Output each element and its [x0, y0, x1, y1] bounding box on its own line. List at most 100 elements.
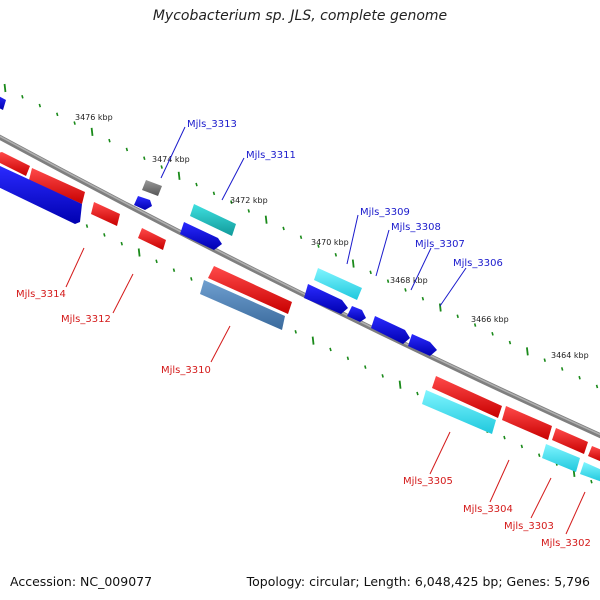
- gene-arrow: [371, 316, 410, 344]
- gene-label: Mjls_3310: [161, 365, 211, 376]
- scale-tick: [311, 336, 315, 345]
- gene-arrow: [580, 462, 600, 482]
- scale-tick: [294, 330, 297, 334]
- gene-label: Mjls_3311: [246, 150, 296, 161]
- gene-arrow: [314, 268, 362, 300]
- scale-tick: [172, 268, 176, 272]
- scale-tick: [125, 147, 129, 152]
- scale-tick: [195, 182, 198, 187]
- kbp-label: 3466 kbp: [471, 315, 509, 324]
- gene-arrow: [208, 266, 292, 314]
- gene-arrow: [422, 390, 496, 434]
- kbp-label: 3476 kbp: [75, 113, 113, 122]
- scale-tick: [38, 103, 42, 108]
- gene-arrow: [0, 152, 30, 176]
- scale-tick: [346, 356, 350, 361]
- scale-tick: [386, 279, 390, 283]
- gene-label: Mjls_3303: [504, 521, 554, 532]
- kbp-label: 3464 kbp: [551, 351, 589, 360]
- gene-arrow: [552, 428, 588, 454]
- scale-tick: [212, 191, 216, 196]
- scale-tick: [438, 303, 442, 312]
- scale-tick: [503, 435, 506, 440]
- kbp-labels: 3476 kbp 3474 kbp 3472 kbp 3470 kbp 3468…: [75, 113, 589, 360]
- genome-backbone-highlight: [0, 135, 600, 436]
- scale-tick: [120, 241, 123, 246]
- scale-tick: [508, 340, 512, 345]
- kbp-label: 3472 kbp: [230, 196, 268, 205]
- scale-tick: [137, 248, 141, 257]
- gene-arrow: [200, 280, 285, 330]
- gene-arrow: [588, 446, 600, 462]
- gene-arrow: [542, 444, 580, 472]
- scale-tick: [329, 347, 332, 352]
- scale-tick: [155, 259, 158, 264]
- scale-tick: [398, 380, 402, 389]
- gene-arrow: [142, 180, 162, 196]
- gene-arrow: [91, 202, 120, 226]
- gene-label: Mjls_3312: [61, 314, 111, 325]
- gene-arrow: [134, 196, 152, 210]
- gene-arrow: [0, 96, 6, 110]
- gene-arrow: [0, 166, 82, 224]
- gene-arrow: [138, 228, 166, 250]
- scale-tick: [404, 288, 407, 292]
- gene-arrow: [180, 222, 222, 250]
- scale-tick: [421, 296, 425, 301]
- scale-ticks: [0, 83, 599, 484]
- scale-tick: [190, 277, 193, 281]
- genes: [0, 96, 600, 482]
- gene-arrow: [304, 284, 348, 314]
- scale-tick: [543, 358, 546, 362]
- scale-tick: [3, 83, 7, 93]
- scale-tick: [456, 314, 459, 319]
- scale-tick: [560, 367, 564, 371]
- gene-label: Mjls_3307: [415, 239, 465, 250]
- scale-tick: [538, 453, 541, 458]
- scale-tick: [264, 215, 268, 224]
- gene-arrow: [432, 376, 502, 418]
- kbp-label: 3474 kbp: [152, 155, 190, 164]
- kbp-label: 3468 kbp: [390, 276, 428, 285]
- scale-tick: [491, 332, 494, 336]
- scale-tick: [85, 224, 89, 228]
- accession-text: Accession: NC_009077: [10, 574, 153, 589]
- scale-tick: [473, 323, 477, 327]
- scale-tick: [108, 138, 111, 143]
- map-title: Mycobacterium sp. JLS, complete genome: [152, 8, 448, 24]
- scale-tick: [103, 233, 106, 237]
- scale-tick: [73, 121, 76, 125]
- gene-arrow: [190, 204, 236, 236]
- reverse-gene-labels: Mjls_3314 Mjls_3312 Mjls_3310 Mjls_3305 …: [16, 247, 591, 549]
- scale-tick: [364, 365, 367, 369]
- scale-tick: [351, 259, 355, 268]
- genome-backbone: [0, 134, 600, 439]
- gene-arrow: [29, 168, 85, 204]
- scale-tick: [578, 375, 581, 380]
- scale-tick: [381, 374, 384, 378]
- gene-label: Mjls_3308: [391, 222, 441, 233]
- forward-gene-labels: Mjls_3313 Mjls_3311 Mjls_3309 Mjls_3308 …: [160, 119, 503, 307]
- scale-tick: [56, 112, 59, 117]
- scale-tick: [317, 244, 320, 248]
- scale-tick: [177, 171, 181, 180]
- scale-tick: [590, 479, 593, 484]
- gene-arrow: [347, 306, 366, 322]
- scale-tick: [282, 226, 285, 231]
- gene-arrow: [408, 334, 437, 356]
- scale-tick: [416, 391, 419, 396]
- scale-tick: [143, 156, 146, 161]
- gene-label: Mjls_3314: [16, 289, 66, 300]
- gene-label: Mjls_3313: [187, 119, 237, 130]
- scale-tick: [369, 270, 372, 275]
- scale-tick: [247, 209, 250, 213]
- scale-tick: [334, 252, 338, 257]
- scale-tick: [299, 235, 303, 240]
- kbp-label: 3470 kbp: [311, 238, 349, 247]
- scale-tick: [21, 94, 24, 99]
- gene-label: Mjls_3306: [453, 258, 503, 269]
- genome-stats-text: Topology: circular; Length: 6,048,425 bp…: [246, 574, 590, 589]
- scale-tick: [520, 444, 524, 449]
- scale-tick: [160, 165, 163, 169]
- gene-label: Mjls_3304: [463, 504, 513, 515]
